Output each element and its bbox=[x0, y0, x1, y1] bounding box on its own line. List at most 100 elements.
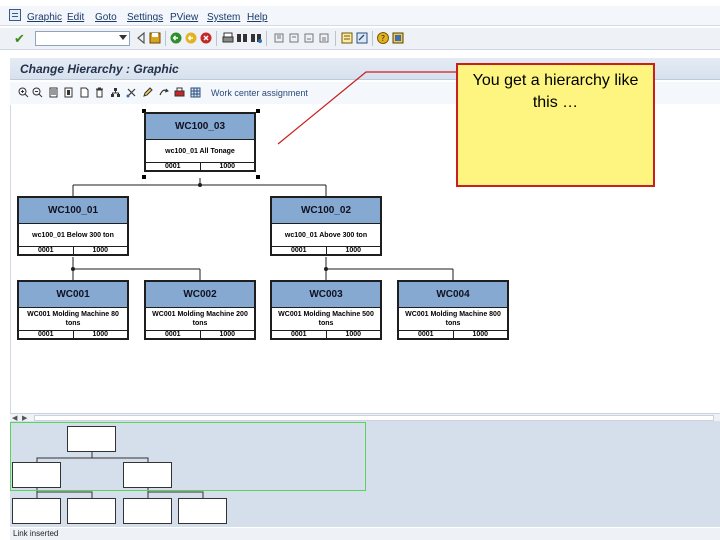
selection-handle[interactable] bbox=[142, 109, 146, 113]
hierarchy-node[interactable]: WC100_03 wc100_01 All Tonage 0001 1000 bbox=[144, 112, 256, 172]
hierarchy-node[interactable]: WC003 WC001 Molding Machine 500 tons 000… bbox=[270, 280, 382, 340]
toolbar-separator bbox=[216, 31, 217, 46]
status-message: Link inserted bbox=[13, 529, 59, 538]
node-code-left: 0001 bbox=[272, 247, 327, 256]
page-title: Change Hierarchy : Graphic bbox=[20, 62, 179, 76]
toolbar-separator bbox=[266, 31, 267, 46]
menu-settings[interactable]: Settings bbox=[127, 12, 164, 23]
menu-pview[interactable]: PView bbox=[170, 12, 199, 23]
overview-node bbox=[123, 498, 172, 524]
node-title: WC004 bbox=[399, 282, 507, 308]
shortcut-icon[interactable] bbox=[356, 32, 368, 44]
hierarchy-node[interactable]: WC001 WC001 Molding Machine 80 tons 0001… bbox=[17, 280, 129, 340]
print-icon[interactable] bbox=[222, 32, 234, 44]
node-description: wc100_01 Above 300 ton bbox=[272, 224, 380, 247]
menu-graphic[interactable]: Graphic bbox=[27, 12, 63, 23]
customize-layout-icon[interactable] bbox=[392, 32, 404, 44]
node-code-right: 1000 bbox=[219, 331, 236, 338]
node-code-right: 1000 bbox=[92, 331, 109, 338]
tutorial-callout: You get a hierarchy like this … bbox=[456, 63, 655, 187]
zoom-in-icon[interactable] bbox=[18, 87, 29, 98]
enter-check-icon[interactable]: ✔ bbox=[14, 31, 25, 46]
first-page-icon[interactable] bbox=[273, 32, 285, 44]
menu-system[interactable]: System bbox=[207, 12, 241, 23]
delete-trash-icon[interactable] bbox=[94, 87, 105, 98]
create-session-icon[interactable] bbox=[341, 32, 353, 44]
overview-node bbox=[12, 462, 61, 488]
node-code-right: 1000 bbox=[92, 247, 109, 254]
table-view-icon[interactable] bbox=[48, 87, 59, 98]
create-document-icon[interactable] bbox=[79, 87, 90, 98]
overview-node bbox=[67, 426, 116, 452]
node-description: WC001 Molding Machine 500 tons bbox=[272, 308, 380, 331]
system-menu-icon[interactable] bbox=[9, 9, 21, 21]
toolbar-separator bbox=[165, 31, 166, 46]
node-description: wc100_01 Below 300 ton bbox=[19, 224, 127, 247]
back-green-icon[interactable] bbox=[170, 32, 182, 44]
node-title: WC100_03 bbox=[146, 114, 254, 140]
command-input[interactable] bbox=[36, 32, 116, 45]
command-dropdown-icon[interactable] bbox=[119, 35, 127, 40]
node-code-right: 1000 bbox=[219, 163, 236, 170]
print-graphic-icon[interactable] bbox=[174, 87, 185, 98]
hierarchy-connector-lines bbox=[71, 178, 454, 281]
hierarchy-node[interactable]: WC004 WC001 Molding Machine 800 tons 000… bbox=[397, 280, 509, 340]
node-description: WC001 Molding Machine 80 tons bbox=[19, 308, 127, 331]
selection-handle[interactable] bbox=[256, 109, 260, 113]
overview-node bbox=[67, 498, 116, 524]
menu-help[interactable]: Help bbox=[247, 12, 268, 23]
node-code-left: 0001 bbox=[19, 247, 74, 256]
node-title: WC002 bbox=[146, 282, 254, 308]
cut-link-icon[interactable] bbox=[126, 87, 137, 98]
toolbar-separator bbox=[335, 31, 336, 46]
node-code-right: 1000 bbox=[345, 331, 362, 338]
node-title: WC003 bbox=[272, 282, 380, 308]
status-bar: Link inserted bbox=[10, 528, 720, 540]
selection-handle[interactable] bbox=[142, 175, 146, 179]
overview-viewport-frame[interactable] bbox=[10, 422, 366, 491]
cancel-red-icon[interactable] bbox=[200, 32, 212, 44]
work-center-assignment-button[interactable]: Work center assignment bbox=[211, 88, 308, 98]
overview-navigator[interactable] bbox=[10, 421, 720, 527]
node-description: WC001 Molding Machine 800 tons bbox=[399, 308, 507, 331]
overview-node bbox=[178, 498, 227, 524]
save-icon[interactable] bbox=[149, 32, 161, 44]
detail-view-icon[interactable] bbox=[63, 87, 74, 98]
command-field[interactable] bbox=[35, 31, 130, 46]
node-code-right: 1000 bbox=[345, 247, 362, 254]
menu-goto[interactable]: Goto bbox=[95, 12, 117, 23]
scroll-thumb[interactable] bbox=[34, 415, 714, 421]
node-code-left: 0001 bbox=[146, 163, 201, 172]
toolbar-separator bbox=[372, 31, 373, 46]
node-code-left: 0001 bbox=[399, 331, 454, 340]
link-nodes-icon[interactable] bbox=[158, 87, 169, 98]
node-description: WC001 Molding Machine 200 tons bbox=[146, 308, 254, 331]
overview-node bbox=[12, 498, 61, 524]
node-title: WC100_02 bbox=[272, 198, 380, 224]
back-arrow-icon[interactable] bbox=[135, 32, 147, 44]
last-page-icon[interactable] bbox=[318, 32, 330, 44]
hierarchy-node[interactable]: WC002 WC001 Molding Machine 200 tons 000… bbox=[144, 280, 256, 340]
overview-node bbox=[123, 462, 172, 488]
find-next-icon[interactable] bbox=[250, 32, 262, 44]
horizontal-scrollbar[interactable]: ◀ ▶ bbox=[10, 413, 720, 422]
menu-edit[interactable]: Edit bbox=[67, 12, 85, 23]
scroll-right-icon[interactable]: ▶ bbox=[22, 415, 28, 422]
node-code-right: 1000 bbox=[472, 331, 489, 338]
node-description: wc100_01 All Tonage bbox=[146, 140, 254, 163]
svg-text:?: ? bbox=[381, 34, 385, 43]
hierarchy-node[interactable]: WC100_02 wc100_01 Above 300 ton 0001 1000 bbox=[270, 196, 382, 256]
grid-table-icon[interactable] bbox=[190, 87, 201, 98]
standard-toolbar: ✔ ? bbox=[0, 28, 720, 50]
zoom-out-icon[interactable] bbox=[32, 87, 43, 98]
edit-pencil-icon[interactable] bbox=[142, 87, 153, 98]
find-icon[interactable] bbox=[236, 32, 248, 44]
help-icon[interactable]: ? bbox=[377, 32, 389, 44]
hierarchy-icon[interactable] bbox=[110, 87, 121, 98]
scroll-left-icon[interactable]: ◀ bbox=[12, 415, 18, 422]
prev-page-icon[interactable] bbox=[288, 32, 300, 44]
exit-yellow-icon[interactable] bbox=[185, 32, 197, 44]
selection-handle[interactable] bbox=[256, 175, 260, 179]
next-page-icon[interactable] bbox=[303, 32, 315, 44]
